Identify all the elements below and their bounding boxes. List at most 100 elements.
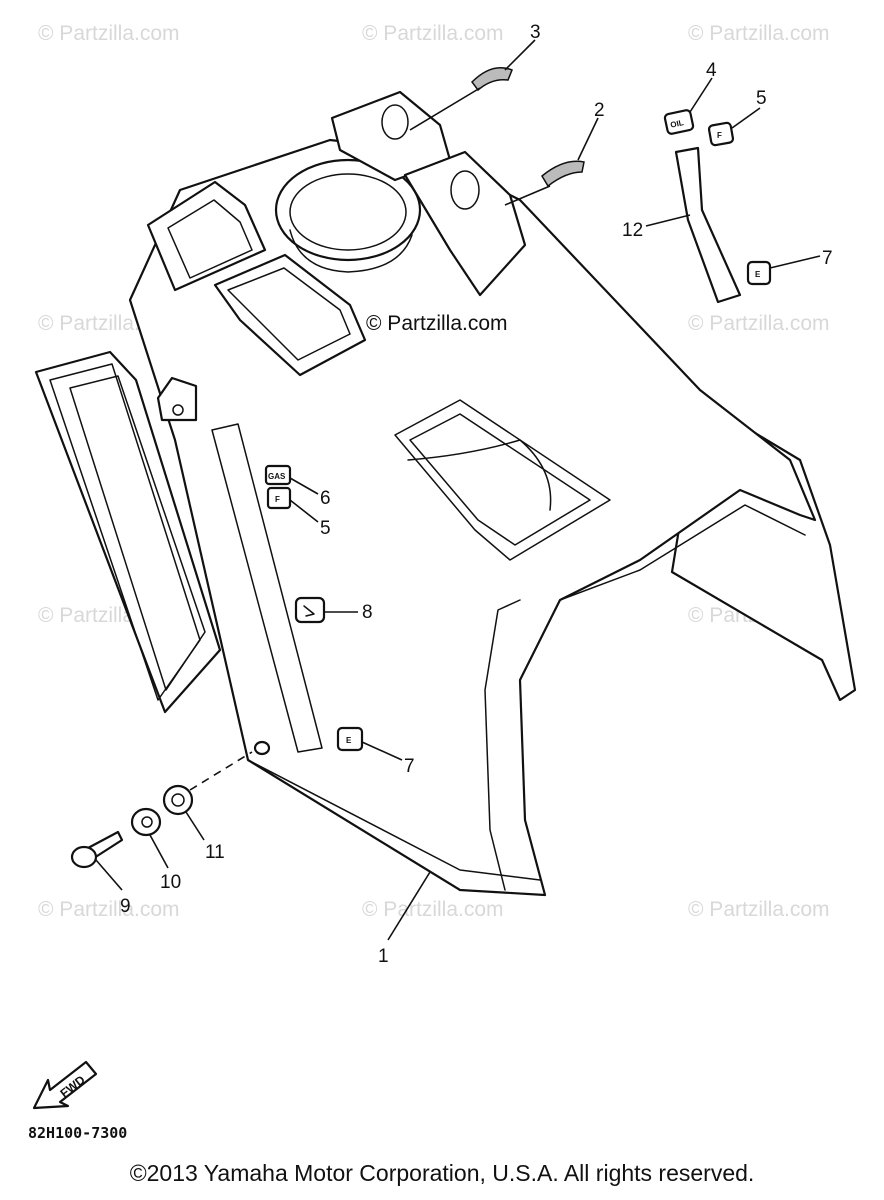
washer-inner — [141, 816, 153, 828]
leader-4 — [689, 77, 713, 113]
meter-ring-base — [289, 229, 413, 273]
callout-5-left: 5 — [320, 518, 331, 539]
left-pod-top — [146, 180, 267, 292]
fwd-arrow-icon — [32, 1060, 98, 1110]
part-11-grommet — [162, 784, 194, 816]
leader-1 — [387, 871, 431, 941]
grommet-11-outer — [162, 784, 194, 816]
watermark: © Partzilla.com — [688, 898, 830, 921]
meter-ring-outer — [274, 158, 422, 262]
switch-pod-lower — [403, 150, 527, 297]
fuel-opening-inner — [409, 413, 591, 546]
grommet-11-inner — [171, 793, 185, 807]
callout-1: 1 — [378, 946, 389, 967]
leader-6 — [289, 477, 319, 495]
cover-mount-tab — [156, 376, 198, 422]
callout-10: 10 — [160, 872, 181, 893]
oil-label-text: OIL — [670, 118, 685, 130]
callout-3: 3 — [530, 22, 541, 43]
cover-arch-edge — [671, 571, 823, 661]
gas-label-box — [264, 464, 292, 486]
cover-lower-edge — [247, 759, 541, 881]
callout-8: 8 — [362, 602, 373, 623]
e-label-box — [746, 260, 772, 286]
leader-5-left — [289, 499, 319, 523]
mount-hole — [172, 404, 184, 416]
e-label-box — [336, 726, 364, 752]
decal-8-mark — [303, 605, 315, 617]
label-e-decal-left: E — [336, 726, 364, 752]
f-label-box — [266, 486, 292, 510]
label-e-decal-right: E — [746, 260, 772, 286]
part-2-grommet — [541, 160, 585, 188]
decal-strip — [674, 146, 742, 304]
left-pod-window — [167, 199, 253, 279]
part-9-bolt — [70, 830, 124, 869]
label-oil-decal: OIL — [663, 109, 695, 135]
fuel-opening-outer — [394, 399, 611, 561]
part-10-washer — [130, 807, 162, 837]
callout-numbers: 3 2 4 5 12 7 6 5 8 7 9 10 11 1 — [120, 22, 833, 967]
label-f-decal-right: F — [707, 121, 735, 147]
cover-left-strip — [211, 423, 323, 753]
copyright-notice: ©2013 Yamaha Motor Corporation, U.S.A. A… — [129, 1160, 755, 1186]
e-label-text: E — [755, 270, 761, 279]
f-label-text: F — [275, 495, 280, 504]
part-12-side-panel — [34, 350, 222, 714]
e-label-text: E — [346, 736, 352, 745]
leader-12 — [645, 214, 691, 227]
assembly-line — [189, 751, 253, 791]
part-3-grommet — [471, 67, 513, 92]
leader-10 — [149, 834, 169, 869]
watermark: © Partzilla.com — [38, 898, 180, 921]
fuel-opening-curve — [407, 439, 552, 511]
leader-11 — [185, 811, 205, 841]
callout-5-right: 5 — [756, 88, 767, 109]
side-panel-ridge — [69, 375, 206, 691]
gas-label-text: GAS — [268, 472, 286, 481]
washer-outer — [130, 807, 162, 837]
f-label-box — [707, 121, 735, 147]
leader-7-left — [361, 741, 403, 761]
watermark: © Partzilla.com — [362, 898, 504, 921]
label-f-decal-left: F — [266, 486, 292, 510]
cover-bolt-hole — [253, 740, 271, 756]
switch-hole-lower — [450, 170, 480, 210]
leader-2-to-pod — [504, 185, 551, 206]
watermark: © Partzilla.com — [362, 22, 504, 45]
cover-front-arch-inner — [484, 599, 521, 891]
center-watermark: © Partzilla.com — [366, 312, 508, 335]
watermark: © Partzilla.com — [38, 22, 180, 45]
bolt-head — [70, 845, 98, 869]
leader-3-to-pod — [409, 87, 481, 131]
part-12-decal-strip — [674, 146, 742, 304]
oil-label-box — [663, 109, 695, 135]
f-label-text: F — [717, 131, 722, 140]
leader-9 — [95, 859, 123, 891]
leader-3 — [504, 39, 536, 71]
watermark: © Partzilla.com — [688, 312, 830, 335]
callout-4: 4 — [706, 60, 717, 81]
leader-7-right — [769, 255, 821, 269]
callout-6: 6 — [320, 488, 331, 509]
callout-2: 2 — [594, 100, 605, 121]
grommet-2 — [541, 160, 585, 188]
switch-hole-upper — [381, 104, 409, 140]
callout-7-right: 7 — [822, 248, 833, 269]
fwd-arrow: FWD — [32, 1060, 98, 1110]
watermark: © Partzilla.com — [688, 22, 830, 45]
label-gas-decal: GAS — [264, 464, 292, 486]
cover-arch-top — [559, 504, 806, 601]
callout-7-left: 7 — [404, 756, 415, 777]
leader-5-right — [731, 107, 761, 129]
leader-lines — [95, 39, 821, 941]
meter-ring-inner — [289, 173, 407, 251]
grommet-3 — [471, 67, 513, 92]
part-1-front-cover — [128, 90, 857, 897]
callout-9: 9 — [120, 896, 131, 917]
leader-2 — [577, 117, 599, 161]
callout-12: 12 — [622, 220, 643, 241]
callout-11: 11 — [205, 842, 225, 863]
